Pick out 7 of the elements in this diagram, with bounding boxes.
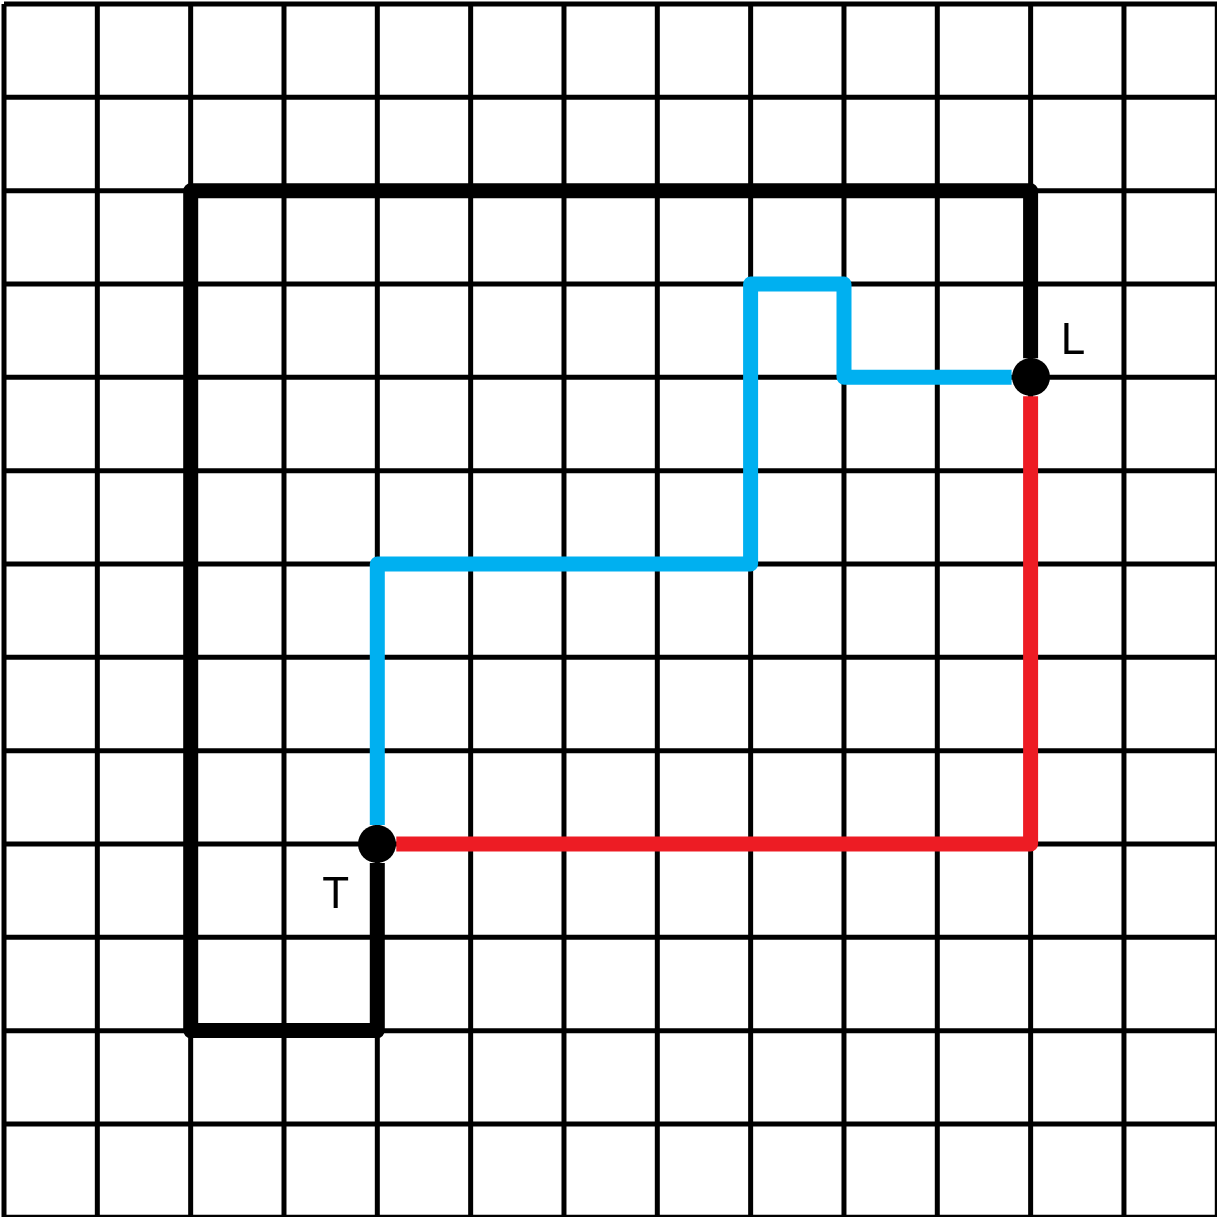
point-label: L bbox=[1060, 317, 1086, 362]
path-line bbox=[369, 276, 1012, 825]
point-label: T bbox=[322, 870, 350, 915]
path-line bbox=[396, 396, 1039, 852]
point-dot bbox=[358, 824, 397, 863]
point-dot bbox=[1011, 358, 1050, 397]
path-line bbox=[183, 183, 1039, 1039]
